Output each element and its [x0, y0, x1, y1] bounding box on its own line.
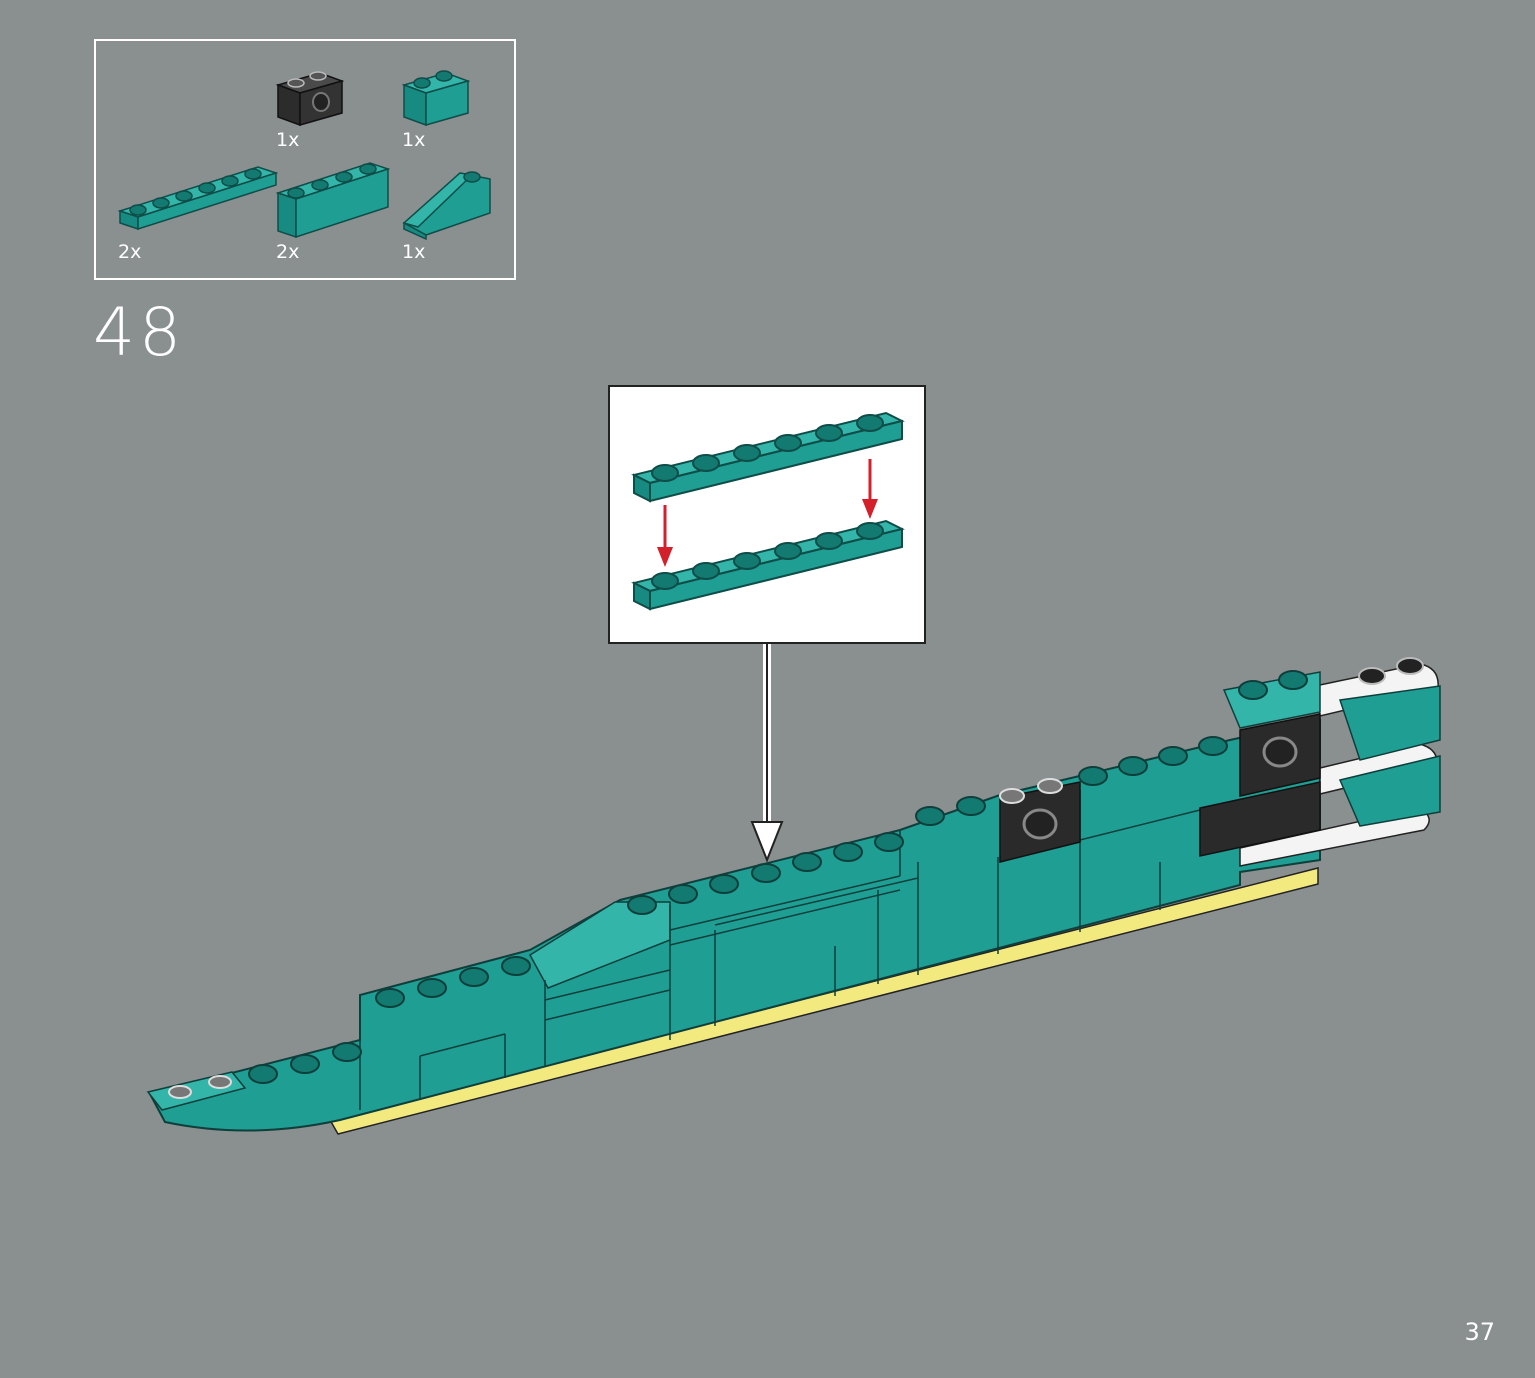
- part-qty: 2x: [118, 241, 142, 263]
- sub-assembly-callout: [608, 385, 926, 644]
- page-number: 37: [1464, 1318, 1495, 1346]
- teal-brick-1x2-icon: [401, 70, 471, 127]
- part-qty: 1x: [402, 129, 426, 151]
- red-arrow-icon: [657, 459, 878, 567]
- plate-stack-illustration: [631, 411, 905, 611]
- part-qty: 2x: [276, 241, 300, 263]
- teal-brick-1x4-icon: [275, 162, 391, 239]
- part-qty: 1x: [402, 241, 426, 263]
- black-technic-brick-icon: [275, 71, 345, 127]
- placement-arrow-icon: [750, 644, 784, 863]
- step-number: 48: [93, 294, 185, 371]
- part-qty: 1x: [276, 129, 300, 151]
- teal-slope-icon: [402, 171, 491, 241]
- parts-list-box: 1x 1x 2x 2x 1x: [94, 39, 516, 280]
- teal-plate-1x6-icon: [117, 166, 279, 231]
